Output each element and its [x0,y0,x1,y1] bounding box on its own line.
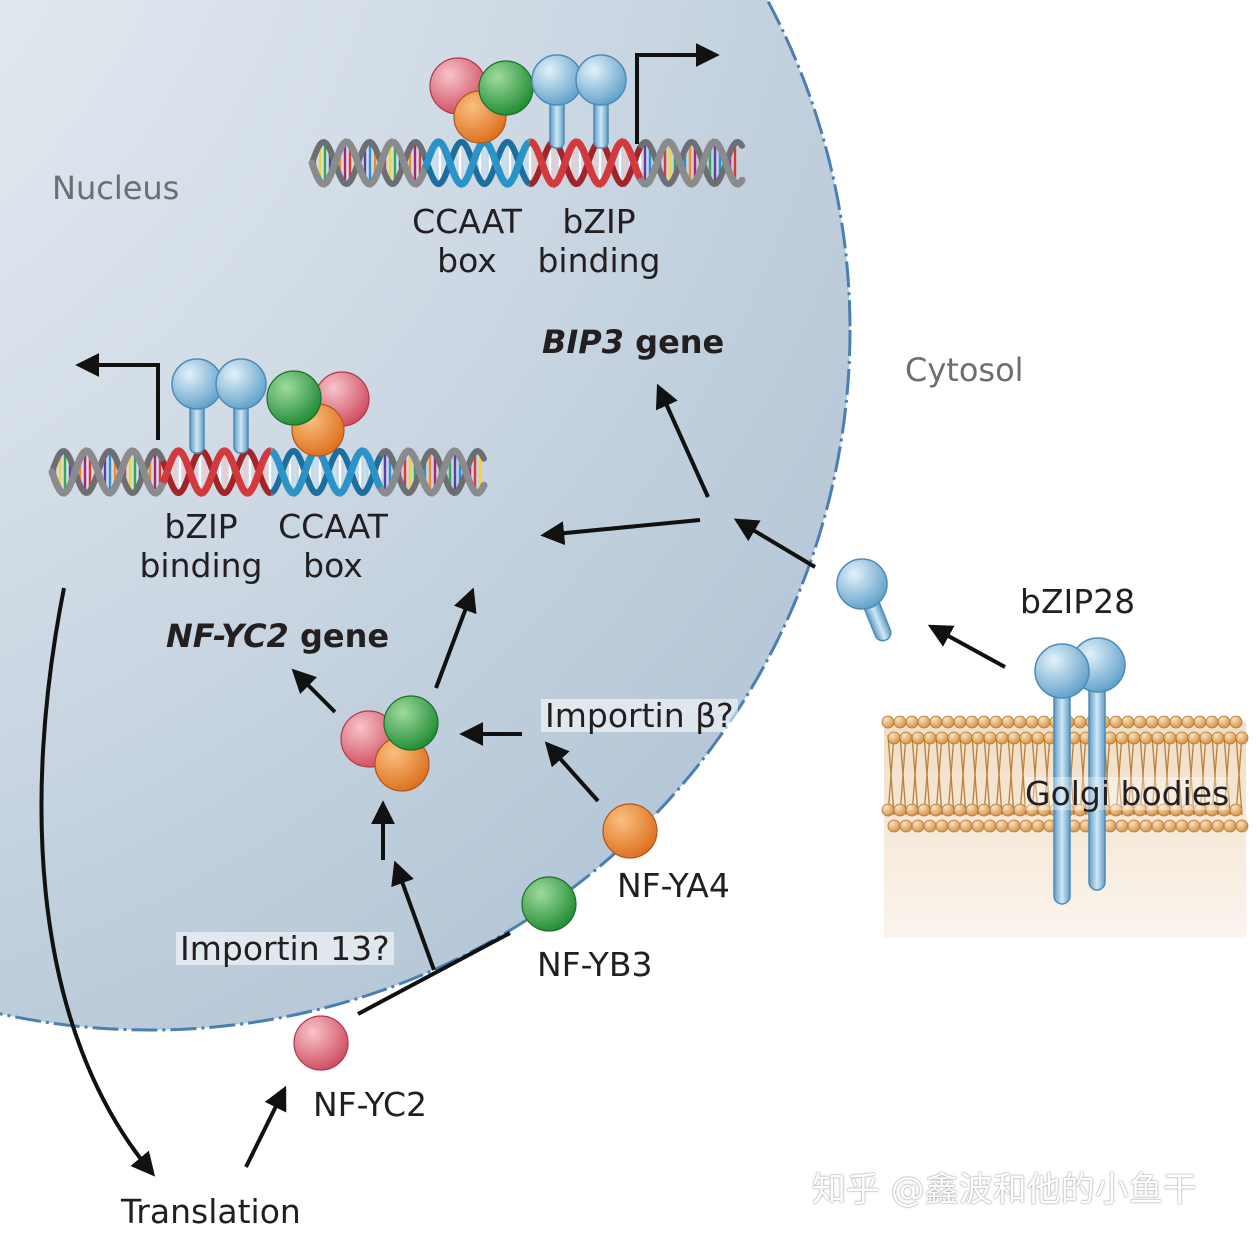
nf-yc2-subunit [293,1015,349,1071]
cytosol-label: Cytosol [905,351,1024,389]
top-ccaat-box-label: CCAAT box [408,205,526,277]
bip3-gene-suffix: gene [635,323,725,361]
nfyc2-transcription-start-arrow [75,353,160,440]
nfyc2-gene-suffix: gene [299,617,390,655]
nf-ya4-subunit [602,803,658,859]
line-nfyc2-nfyb3-dimer [357,931,511,1016]
top-nf-y-complex [429,57,534,144]
left-bzip-line2: binding [139,546,263,585]
bzip28-released [836,558,892,642]
bzip28-label: bZIP28 [1020,582,1136,621]
left-ccaat-line2: box [303,546,363,585]
importin-13-label: Importin 13? [176,932,394,965]
bzip28-membrane-dimer [1034,637,1126,905]
left-bzip-binding-label: bZIP binding [135,510,267,582]
translation-label: Translation [121,1192,301,1231]
arrow-translation-to-nfyc2 [244,1085,287,1168]
nf-yb3-label: NF-YB3 [537,945,653,984]
watermark-text: 知乎 @鑫波和他的小鱼干 [812,1170,1197,1210]
arrow-to-nfyc2-promoter [540,518,701,546]
golgi-bodies-label: Golgi bodies [1025,774,1230,813]
arrow-importin-13 [391,860,436,971]
left-bzip-dimer [171,358,267,454]
nf-yb3-subunit [521,876,577,932]
arrow-to-bip3 [655,383,710,498]
nf-yc2-label: NF-YC2 [313,1085,428,1124]
importin-beta-label: Importin β? [541,699,738,732]
nucleus-label: Nucleus [52,169,180,207]
top-bzip-line2: binding [537,241,661,280]
arrow-nf-ya4-import [544,741,600,803]
arrow-bzip28-release [927,624,1006,669]
bip3-transcription-start-arrow [635,43,720,144]
left-bzip-line1: bZIP [164,507,238,546]
nf-ya4-label: NF-YA4 [617,866,730,905]
nfyc2-gene-name: NF-YC2 [166,617,289,655]
arrow-trimer-to-nfyc2-gene [291,668,337,714]
arrow-transcript-to-translation [39,587,156,1177]
assembled-nf-y-trimer [340,695,439,792]
top-ccaat-line1: CCAAT [412,202,522,241]
dna-bip3-promoter [308,138,746,188]
top-bzip-dimer [531,54,627,149]
left-nf-y-complex [266,370,370,457]
top-ccaat-line2: box [437,241,497,280]
dna-nfyc2-promoter [48,447,488,497]
bip3-gene-name: BIP3 [542,323,625,361]
pathway-arrows [39,383,1006,1177]
top-bzip-line1: bZIP [562,202,636,241]
nucleus-region [0,0,852,1032]
bip3-gene-label: BIP3 gene [542,326,724,358]
arrow-bzip28-into-nucleus [733,518,817,569]
left-ccaat-box-label: CCAAT box [274,510,392,582]
arrow-trimer-to-promoter [434,587,477,689]
top-bzip-binding-label: bZIP binding [533,205,665,277]
left-ccaat-line1: CCAAT [278,507,388,546]
nfyc2-gene-label: NF-YC2 gene [166,620,389,652]
